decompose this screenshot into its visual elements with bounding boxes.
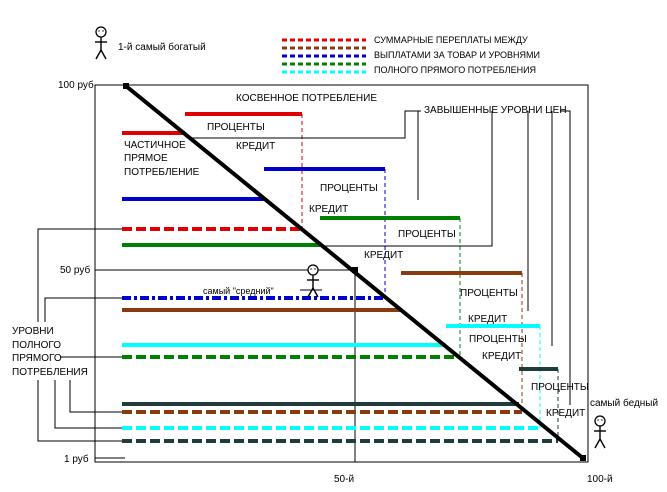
levels-bracket-4: [69, 380, 122, 413]
y-mid-label: 50 руб: [60, 264, 90, 276]
levels-label-line-2: ПОЛНОГО: [12, 340, 61, 351]
levels-bracket-6: [37, 380, 122, 442]
legend-title-line-2: ВЫПЛАТАМИ ЗА ТОВАР И УРОВНЯМИ: [374, 50, 540, 60]
indirect-consumption-label: КОСВЕННОЕ ПОТРЕБЛЕНИЕ: [236, 93, 377, 104]
x-right-label: 100-й: [587, 474, 613, 485]
partial-label-line-2: ПРЯМОЕ: [124, 153, 168, 164]
levels-bracket-1: [37, 228, 122, 322]
x-mid-label: 50-й: [334, 474, 354, 485]
interest-label-3: ПРОЦЕНТЫ: [398, 229, 456, 240]
interest-label-2: ПРОЦЕНТЫ: [320, 183, 378, 194]
middle-label: самый "средний": [203, 286, 274, 296]
levels-bracket-2: [44, 297, 122, 322]
credit-label-3: КРЕДИТ: [364, 250, 403, 261]
inflated-bracket-6: [560, 110, 571, 405]
middle-person-icon: [306, 264, 320, 298]
legend-title-line-3: ПОЛНОГО ПРЯМОГО ПОТРЕБЛЕНИЯ: [374, 65, 536, 75]
credit-label-5: КРЕДИТ: [482, 351, 521, 362]
richest-label: 1-й самый богатый: [118, 41, 206, 53]
mid-point: [352, 267, 358, 273]
levels-label-line-4: ПОТРЕБЛЕНИЯ: [12, 367, 88, 378]
legend-title-line-1: СУММАРНЫЕ ПЕРЕПЛАТЫ МЕЖДУ: [374, 35, 528, 45]
credit-label-4: КРЕДИТ: [468, 314, 507, 325]
levels-label-line-1: УРОВНИ: [12, 326, 54, 337]
level-bars: ПРОЦЕНТЫ КРЕДИТ ПРОЦЕНТЫ КРЕДИТ ПРОЦЕНТЫ КРЕД…: [37, 110, 589, 443]
inflated-bracket-1: [187, 110, 421, 139]
credit-label-1: КРЕДИТ: [236, 141, 275, 152]
legend: СУММАРНЫЕ ПЕРЕПЛАТЫ МЕЖДУ ВЫПЛАТАМИ ЗА Т…: [282, 35, 540, 75]
y-bottom-label: 1 руб: [64, 453, 89, 465]
plot-frame: [94, 84, 589, 463]
partial-label-line-3: ПОТРЕБЛЕНИЕ: [124, 167, 200, 178]
interest-label-4: ПРОЦЕНТЫ: [460, 288, 518, 299]
poorest-person-icon: [593, 415, 607, 449]
credit-label-2: КРЕДИТ: [309, 204, 348, 215]
interest-label-5: ПРОЦЕНТЫ: [469, 334, 527, 345]
interest-label-6: ПРОЦЕНТЫ: [531, 382, 589, 393]
interest-label-1: ПРОЦЕНТЫ: [207, 122, 265, 133]
top-point: [123, 83, 129, 89]
partial-label-line-1: ЧАСТИЧНОЕ: [124, 140, 186, 151]
bottom-point: [580, 455, 586, 461]
y-top-label: 100 руб: [58, 79, 94, 91]
credit-label-6: КРЕДИТ: [546, 408, 585, 419]
poorest-label: самый бедный: [590, 397, 658, 409]
levels-label-line-3: ПРЯМОГО: [12, 353, 62, 364]
inflated-bracket-3: [320, 111, 493, 247]
inflated-prices-label: ЗАВЫШЕННЫЕ УРОВНИ ЦЕН: [424, 105, 567, 116]
levels-bracket-5: [54, 380, 122, 429]
richest-person-icon: [94, 26, 108, 60]
